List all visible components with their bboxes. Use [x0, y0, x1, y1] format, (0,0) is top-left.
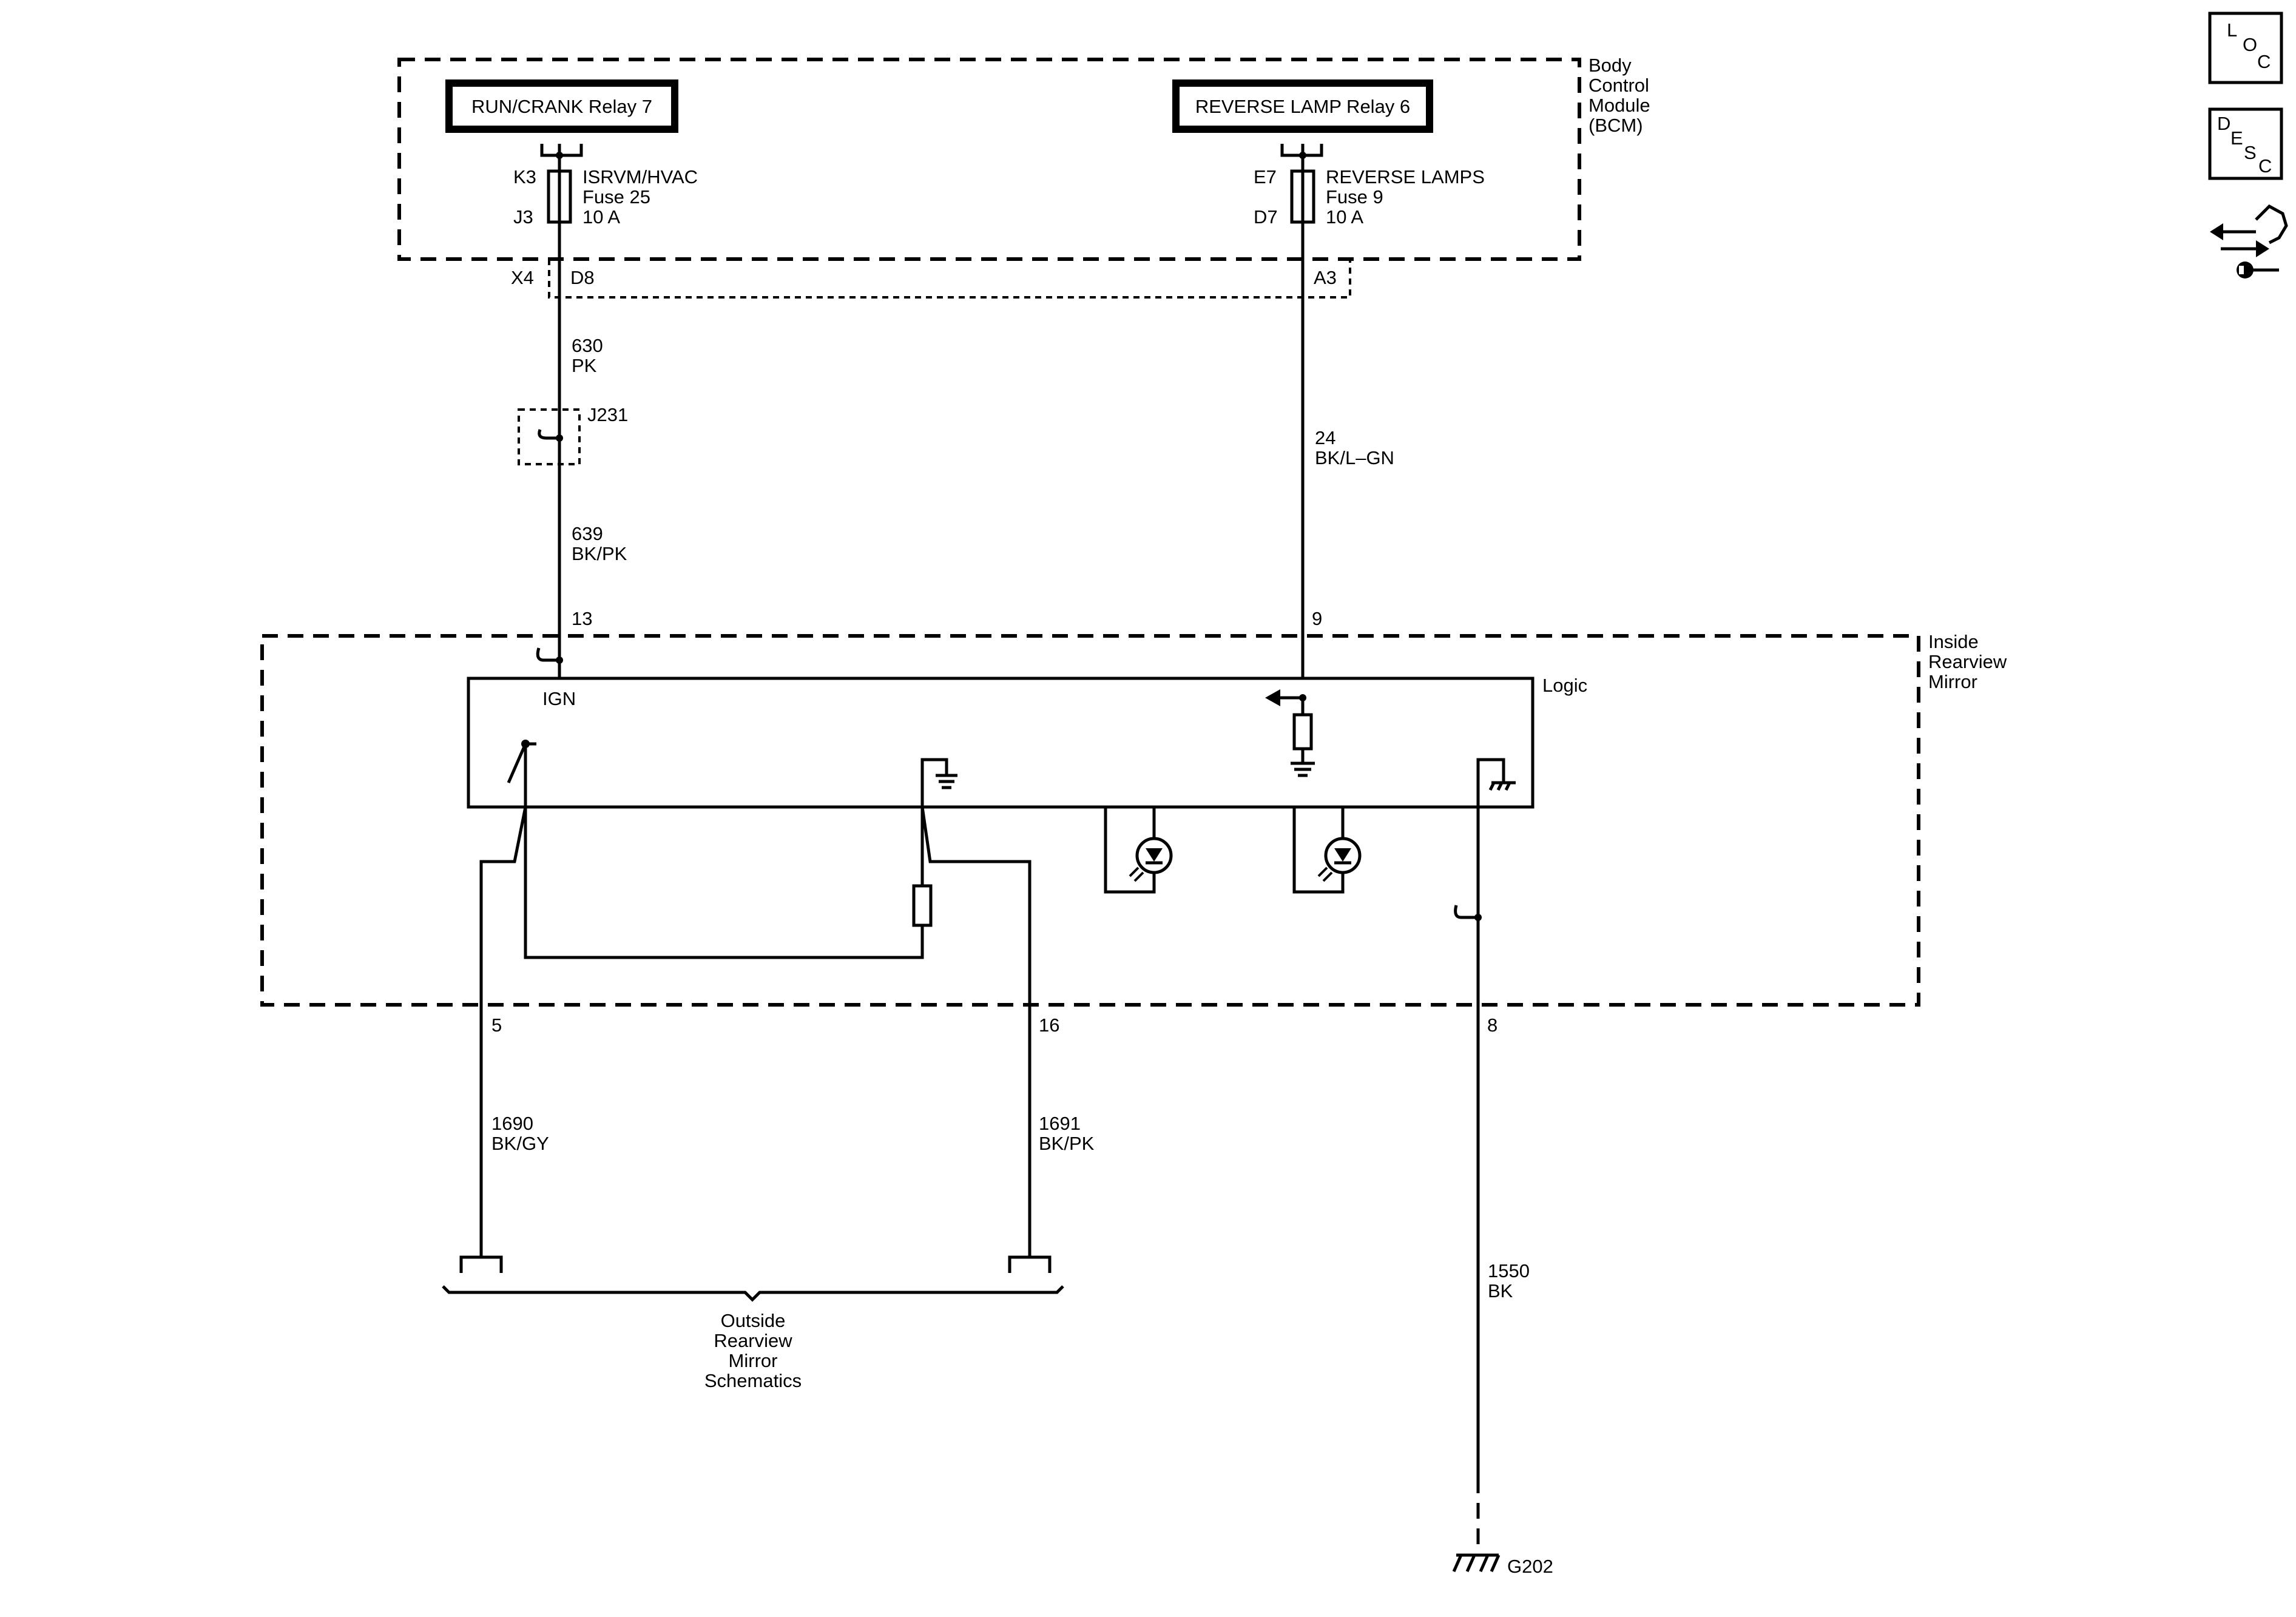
wire-24-label: 24 BK/L–GN: [1315, 427, 1394, 468]
svg-text:ISRVM/HVAC: ISRVM/HVAC: [582, 166, 698, 187]
svg-text:24: 24: [1315, 427, 1335, 448]
svg-text:E7: E7: [1254, 166, 1277, 187]
svg-text:Body: Body: [1589, 55, 1632, 76]
svg-text:O: O: [2243, 34, 2257, 55]
svg-text:10 A: 10 A: [1326, 206, 1363, 228]
svg-text:Fuse 9: Fuse 9: [1326, 186, 1383, 208]
bcm-boundary: [397, 58, 1581, 261]
svg-text:D7: D7: [1254, 206, 1278, 228]
wire-1691-label: 1691 BK/PK: [1039, 1113, 1095, 1154]
svg-text:BK: BK: [1488, 1280, 1513, 1301]
chassis-ground-icon: [1476, 758, 1516, 807]
logic-module: [467, 677, 1535, 809]
svg-text:RUN/CRANK Relay 7: RUN/CRANK Relay 7: [471, 96, 652, 117]
pin-16: 16: [1039, 1014, 1059, 1036]
loc-button[interactable]: L O C: [2208, 12, 2283, 84]
svg-text:Mirror: Mirror: [729, 1350, 778, 1371]
mirror-label: Inside Rearview Mirror: [1928, 631, 2007, 692]
svg-text:BK/GY: BK/GY: [491, 1133, 549, 1154]
svg-text:Control: Control: [1589, 75, 1649, 96]
wire-639-label: 639 BK/PK: [572, 523, 627, 564]
mirror-boundary: [260, 634, 1920, 1007]
svg-text:Schematics: Schematics: [704, 1370, 802, 1391]
outside-mirror-connector: [442, 1255, 1064, 1302]
svg-text:REVERSE LAMP Relay 6: REVERSE LAMP Relay 6: [1195, 96, 1410, 117]
mirror-internal-wiring: [479, 806, 1482, 1005]
svg-text:PK: PK: [572, 355, 597, 376]
svg-text:BK/PK: BK/PK: [572, 543, 627, 564]
isrvm-fuse: K3 J3 ISRVM/HVAC Fuse 25 10 A: [513, 144, 698, 228]
svg-text:Outside: Outside: [721, 1310, 786, 1331]
svg-text:BK/PK: BK/PK: [1039, 1133, 1095, 1154]
svg-text:BK/L–GN: BK/L–GN: [1315, 447, 1394, 468]
svg-text:X4: X4: [511, 267, 534, 288]
svg-text:J231: J231: [587, 404, 628, 425]
reverse-input: [1265, 689, 1315, 777]
wire-1550-label: 1550 BK: [1488, 1260, 1530, 1301]
svg-text:639: 639: [572, 523, 603, 544]
pin-9: 9: [1312, 608, 1322, 629]
svg-text:Fuse 25: Fuse 25: [582, 186, 650, 208]
pin-8: 8: [1487, 1014, 1497, 1036]
pin-13: 13: [572, 608, 592, 629]
svg-text:1691: 1691: [1039, 1113, 1081, 1134]
svg-text:C: C: [2258, 155, 2272, 177]
ign-label: IGN: [542, 688, 576, 709]
reverse-lamp-relay: REVERSE LAMP Relay 6: [1172, 79, 1433, 133]
run-crank-relay: RUN/CRANK Relay 7: [445, 79, 678, 133]
logic-label: Logic: [1542, 675, 1587, 696]
connector-x4: X4 D8 A3: [511, 259, 1351, 299]
svg-text:A3: A3: [1314, 267, 1337, 288]
svg-text:K3: K3: [513, 166, 536, 187]
svg-text:1690: 1690: [491, 1113, 533, 1134]
ign-input: [536, 647, 563, 678]
wire-630-label: 630 PK: [572, 335, 603, 376]
svg-text:D8: D8: [570, 267, 595, 288]
svg-text:Mirror: Mirror: [1928, 671, 1977, 692]
svg-text:1550: 1550: [1488, 1260, 1530, 1281]
pin-5: 5: [491, 1014, 502, 1036]
svg-text:C: C: [2257, 51, 2271, 72]
bcm-label: Body Control Module (BCM): [1589, 55, 1650, 136]
svg-text:(BCM): (BCM): [1589, 115, 1643, 136]
svg-text:Rearview: Rearview: [714, 1330, 792, 1351]
desc-button[interactable]: D E S C: [2208, 107, 2283, 180]
svg-text:J3: J3: [513, 206, 533, 228]
ground-g202-icon: [1452, 1553, 1501, 1573]
svg-text:Rearview: Rearview: [1928, 651, 2007, 672]
svg-text:REVERSE LAMPS: REVERSE LAMPS: [1326, 166, 1485, 187]
svg-text:D: D: [2217, 113, 2230, 134]
led-indicator-left: [1104, 807, 1173, 894]
svg-text:S: S: [2244, 142, 2257, 163]
svg-text:E: E: [2230, 127, 2243, 149]
internal-switch: [507, 740, 536, 807]
connector-repair-icon[interactable]: [2210, 204, 2288, 279]
svg-text:630: 630: [572, 335, 603, 356]
reverse-lamps-fuse: E7 D7 REVERSE LAMPS Fuse 9 10 A: [1254, 144, 1485, 228]
led-indicator-right: [1292, 807, 1362, 894]
outside-mirror-label: Outside Rearview Mirror Schematics: [704, 1310, 802, 1391]
signal-ground-icon: [920, 758, 957, 807]
svg-text:10 A: 10 A: [582, 206, 620, 228]
splice-j231: J231: [518, 404, 628, 465]
ground-g202-label: G202: [1507, 1556, 1553, 1577]
wire-1690-label: 1690 BK/GY: [491, 1113, 549, 1154]
svg-text:L: L: [2227, 19, 2237, 41]
svg-text:Inside: Inside: [1928, 631, 1979, 652]
svg-text:Module: Module: [1589, 95, 1650, 116]
